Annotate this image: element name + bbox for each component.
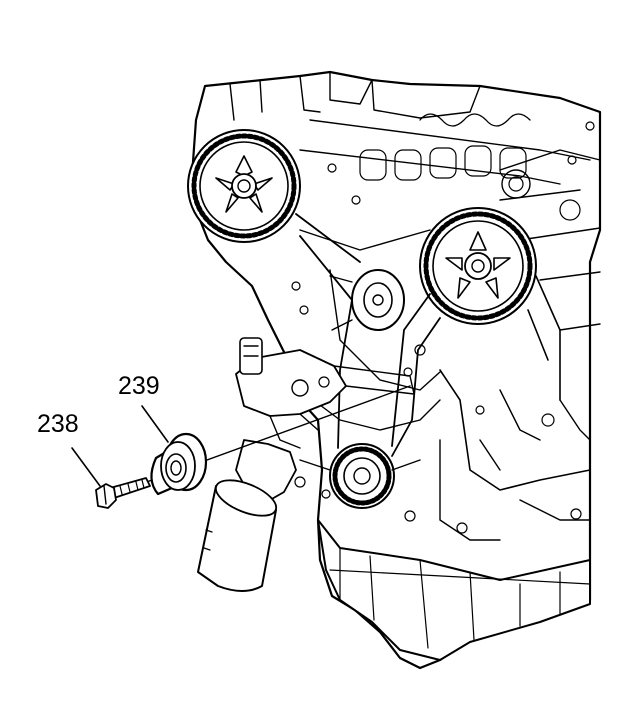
callout-label-238: 238 <box>37 410 79 438</box>
crankshaft-sprocket <box>299 443 421 509</box>
callout-label-239: 239 <box>118 372 160 400</box>
timing-belt <box>295 213 561 457</box>
callout-leader-238 <box>71 447 101 487</box>
sensor-bracket <box>235 337 415 449</box>
callout-leader-239 <box>141 405 169 443</box>
right-camshaft-sprocket <box>419 207 537 325</box>
idler-pulley-part <box>150 432 208 496</box>
left-camshaft-sprocket <box>187 129 301 243</box>
bolt-part <box>95 477 151 509</box>
oil-filter <box>197 439 297 592</box>
